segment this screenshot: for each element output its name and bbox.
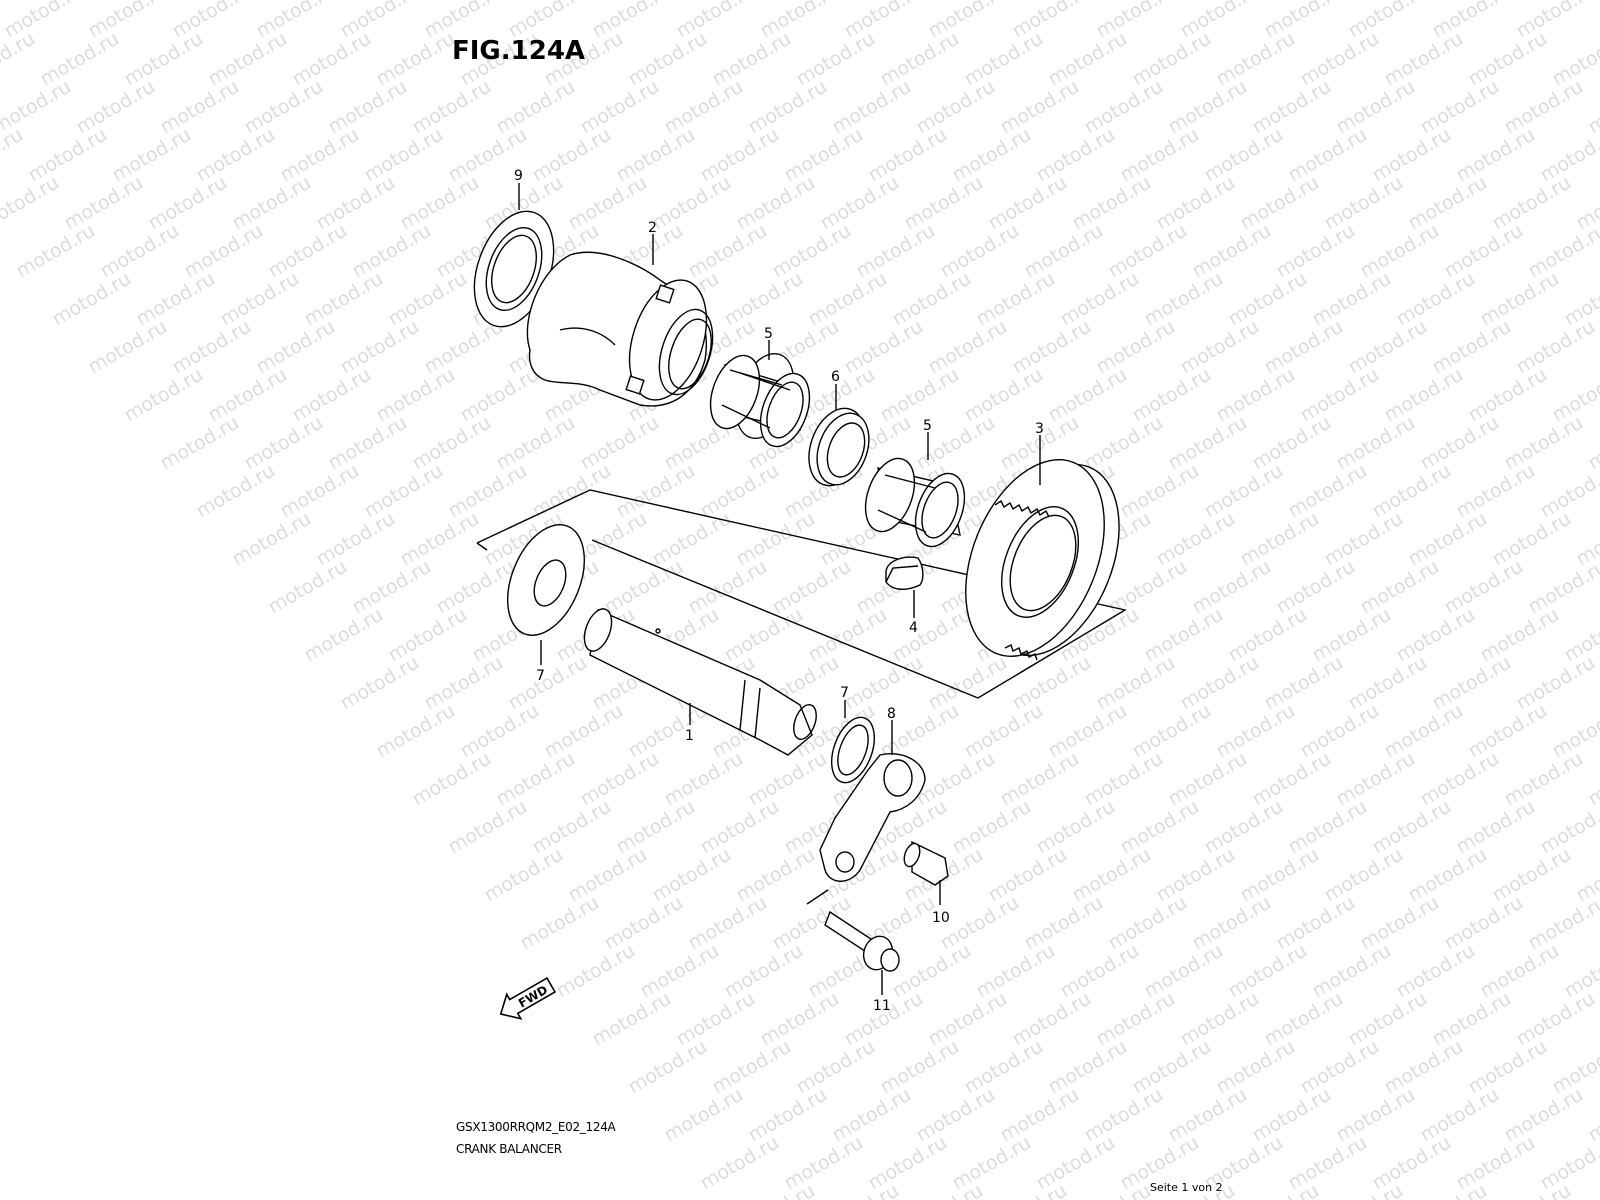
part-9-lever: [819, 753, 926, 882]
callout-7-lower: 7: [536, 668, 545, 684]
callout-11: 11: [873, 998, 891, 1014]
callout-2: 2: [648, 220, 657, 236]
callout-7-upper: 9: [514, 168, 523, 184]
part-6-spacer: [808, 407, 870, 487]
callout-3: 3: [1035, 421, 1044, 437]
fwd-arrow-icon: FWD: [499, 976, 557, 1020]
callout-9: 8: [887, 706, 896, 722]
part-5-lower-needle-bearing: [864, 457, 966, 548]
callout-6: 6: [831, 369, 840, 385]
figure-title: FIG.124A: [452, 36, 586, 66]
diagram-code: GSX1300RRQM2_E02_124A: [456, 1120, 616, 1134]
part-5-upper-needle-bearing: [709, 353, 811, 448]
part-4-damper: [885, 556, 924, 590]
part-8-o-ring: [830, 716, 876, 784]
callout-leader-lines: [518, 183, 1041, 995]
callout-numbers: 9 2 5 6 5 3 4 7 1 7 8 10 11: [514, 168, 1044, 1014]
assembly-group-outline: [476, 489, 1127, 699]
part-10-bolt: [903, 840, 949, 886]
bolt-group-outline: [806, 889, 829, 905]
part-7-lower-washer: [507, 524, 585, 636]
page-indicator: Seite 1 von 2: [1150, 1181, 1223, 1194]
part-2-balancer-weight: [526, 251, 714, 407]
callout-1: 1: [685, 728, 694, 744]
part-1-balancer-shaft: [583, 608, 817, 756]
diagram-caption: CRANK BALANCER: [456, 1142, 562, 1156]
part-11-flange-bolt: [824, 910, 900, 972]
callout-5-lower: 5: [923, 418, 932, 434]
part-7-upper-seal: [473, 210, 555, 328]
callout-4: 4: [909, 620, 918, 636]
callout-8: 7: [840, 685, 849, 701]
part-3-balancer-gear: [965, 459, 1120, 661]
callout-5-upper: 5: [764, 326, 773, 342]
callout-10: 10: [932, 910, 950, 926]
